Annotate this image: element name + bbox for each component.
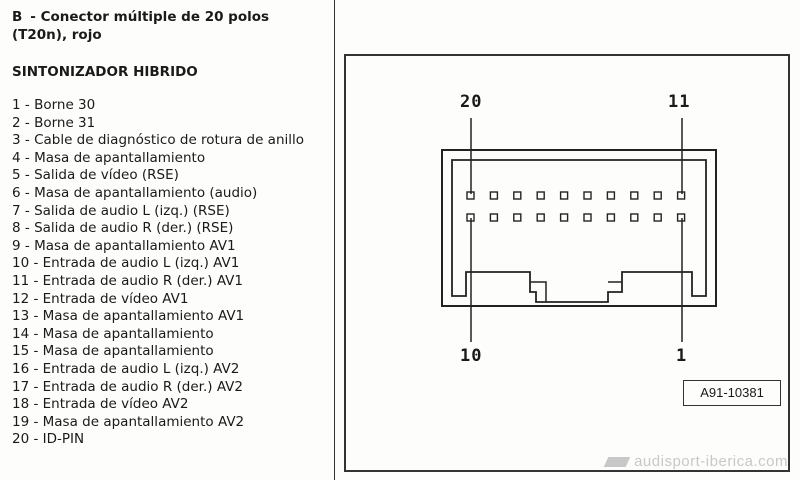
pin-description: Cable de diagnóstico de rotura de anillo <box>34 132 305 149</box>
connector-housing-inner <box>451 159 707 303</box>
pin-description: Salida de audio L (izq.) (RSE) <box>34 202 230 219</box>
pin-description: Salida de vídeo (RSE) <box>34 167 179 184</box>
pin-item: 15 - Masa de apantallamiento <box>12 343 332 361</box>
pin-item: 11 - Entrada de audio R (der.) AV1 <box>12 273 332 291</box>
pin-socket <box>653 213 662 222</box>
pin-item: 3 - Cable de diagnóstico de rotura de an… <box>12 132 332 150</box>
connector-title: B- Conector múltiple de 20 polos (T20n),… <box>12 8 327 44</box>
pin-description: Entrada de vídeo AV1 <box>42 290 189 307</box>
pin-item: 16 - Entrada de audio L (izq.) AV2 <box>12 361 332 379</box>
pin-description: Masa de apantallamiento <box>42 325 214 342</box>
pin-socket <box>676 213 686 222</box>
label-pin-10: 10 <box>460 346 483 366</box>
pin-socket <box>630 191 639 200</box>
pin-item: 20 - ID-PIN <box>12 431 332 449</box>
pin-socket <box>489 191 499 200</box>
pin-socket <box>583 191 592 200</box>
pin-description: ID-PIN <box>42 431 85 448</box>
pin-item: 1 - Borne 30 <box>12 97 332 115</box>
pin-number: 15 - <box>12 343 39 360</box>
connector-drawing-panel: 20 11 10 1 A91-10381 <box>344 54 790 472</box>
label-pin-1: 1 <box>676 346 688 366</box>
pin-number: 9 - <box>12 237 30 254</box>
pin-number: 13 - <box>12 308 39 325</box>
pin-description: Borne 30 <box>34 97 96 113</box>
pin-number: 20 - <box>12 431 39 448</box>
watermark-logo-icon <box>603 457 631 468</box>
figure-reference: A91-10381 <box>683 380 781 406</box>
pin-socket <box>536 213 545 222</box>
pin-socket <box>513 213 522 222</box>
pin-number: 2 - <box>12 114 30 131</box>
pin-number: 8 - <box>12 220 30 237</box>
pin-item: 9 - Masa de apantallamiento AV1 <box>12 238 332 256</box>
pin-description: Masa de apantallamiento AV1 <box>42 308 245 325</box>
pin-item: 4 - Masa de apantallamiento <box>12 150 332 168</box>
watermark: audisport-iberica.com <box>603 453 788 470</box>
pin-description: Masa de apantallamiento AV2 <box>42 413 245 430</box>
pin-description: Entrada de vídeo AV2 <box>42 396 189 413</box>
pin-number: 19 - <box>12 413 39 430</box>
pin-item: 18 - Entrada de vídeo AV2 <box>12 396 332 414</box>
pin-socket <box>559 213 569 222</box>
pin-description: Entrada de audio L (izq.) AV1 <box>42 255 240 272</box>
connector-title-text: - Conector múltiple de 20 polos (T20n), … <box>12 9 270 43</box>
pin-description: Masa de apantallamiento AV1 <box>34 237 236 254</box>
pin-socket <box>630 213 639 222</box>
pin-number: 17 - <box>12 378 39 395</box>
pin-description: Masa de apantallamiento <box>42 343 214 360</box>
pin-number: 1 - <box>12 97 30 113</box>
watermark-text: audisport-iberica.com <box>634 453 788 470</box>
pin-grid <box>466 191 686 222</box>
pin-number: 5 - <box>12 167 30 184</box>
pin-number: 7 - <box>12 202 30 219</box>
pin-item: 13 - Masa de apantallamiento AV1 <box>12 308 332 326</box>
pin-number: 14 - <box>12 325 39 342</box>
section-heading: SINTONIZADOR HIBRIDO <box>12 64 198 80</box>
pin-description-column: B- Conector múltiple de 20 polos (T20n),… <box>0 0 335 480</box>
pin-item: 19 - Masa de apantallamiento AV2 <box>12 414 332 432</box>
connector-drawing <box>441 118 717 342</box>
connector-housing-outer <box>441 149 717 307</box>
pin-socket <box>606 213 616 222</box>
pin-description: Masa de apantallamiento <box>34 149 206 166</box>
connector-keying-tab <box>530 281 622 302</box>
pin-number: 6 - <box>12 184 30 201</box>
pin-socket <box>583 213 592 222</box>
pin-item: 10 - Entrada de audio L (izq.) AV1 <box>12 255 332 273</box>
pin-description: Borne 31 <box>34 114 96 131</box>
pin-number: 18 - <box>12 396 39 413</box>
pin-description: Masa de apantallamiento (audio) <box>34 184 258 201</box>
pin-socket <box>536 191 545 200</box>
pin-number: 12 - <box>12 290 39 307</box>
pin-socket <box>559 191 569 200</box>
pin-number: 10 - <box>12 255 39 272</box>
pin-item: 7 - Salida de audio L (izq.) (RSE) <box>12 203 332 221</box>
pin-number: 4 - <box>12 149 30 166</box>
pin-item: 6 - Masa de apantallamiento (audio) <box>12 185 332 203</box>
connector-code: B <box>12 9 23 25</box>
pin-socket <box>513 191 522 200</box>
pin-description: Salida de audio R (der.) (RSE) <box>34 220 234 237</box>
pin-item: 12 - Entrada de vídeo AV1 <box>12 291 332 309</box>
pin-item: 2 - Borne 31 <box>12 115 332 133</box>
pin-number: 3 - <box>12 132 30 149</box>
pin-number: 11 - <box>12 272 39 289</box>
pin-number: 16 - <box>12 360 39 377</box>
pin-socket <box>606 191 616 200</box>
pin-description: Entrada de audio R (der.) AV1 <box>42 272 244 289</box>
pin-description: Entrada de audio R (der.) AV2 <box>42 378 244 395</box>
pin-item: 5 - Salida de vídeo (RSE) <box>12 167 332 185</box>
pin-description: Entrada de audio L (izq.) AV2 <box>42 360 240 377</box>
label-pin-11: 11 <box>668 92 691 112</box>
pin-item: 8 - Salida de audio R (der.) (RSE) <box>12 220 332 238</box>
pin-item: 14 - Masa de apantallamiento <box>12 326 332 344</box>
pin-socket <box>653 191 662 200</box>
pin-socket <box>676 191 686 200</box>
label-pin-20: 20 <box>460 92 483 112</box>
pin-item: 17 - Entrada de audio R (der.) AV2 <box>12 379 332 397</box>
pin-socket <box>489 213 499 222</box>
